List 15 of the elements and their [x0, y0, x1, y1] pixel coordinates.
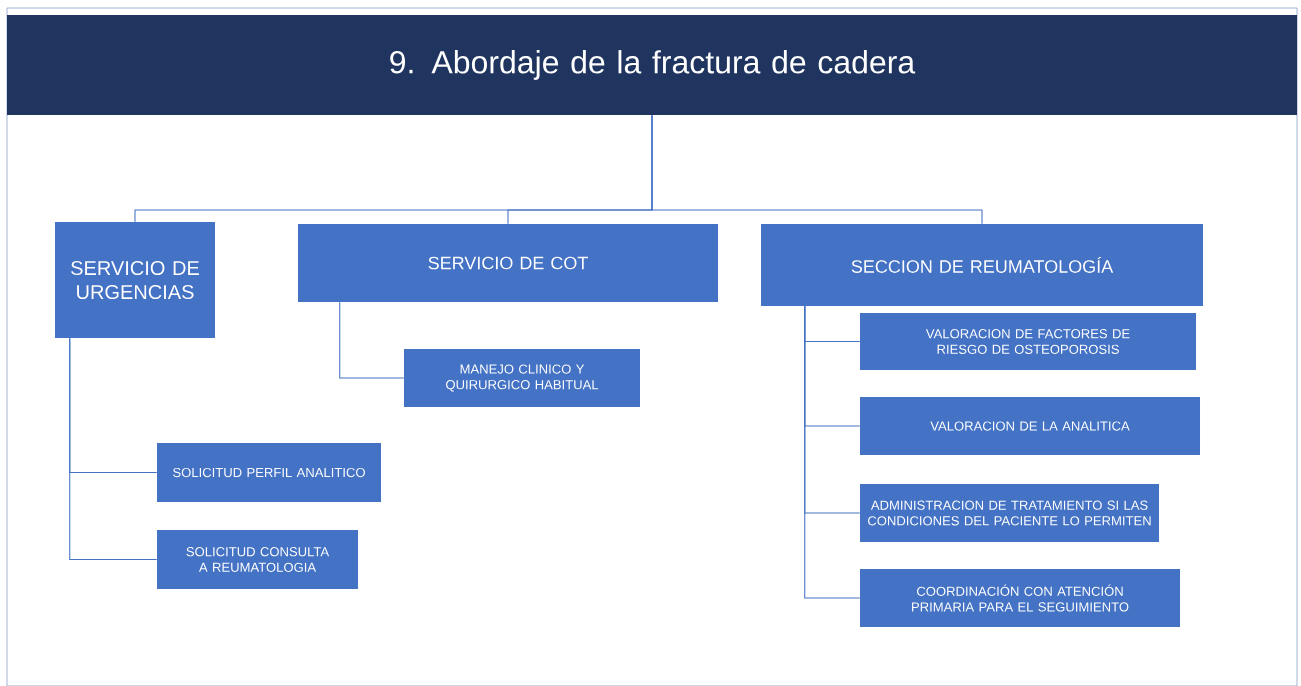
- task-box: COORDINACIÓN CON ATENCIÓN PRIMARIA PARA EL SEGUIMIENTO: [860, 569, 1180, 627]
- connector-line: [804, 305, 861, 599]
- department-box: SERVICIO DE COT: [298, 224, 718, 302]
- task-box: SOLICITUD CONSULTA A REUMATOLOGIA: [157, 530, 358, 589]
- task-box: SOLICITUD PERFIL ANALITICO: [157, 443, 381, 502]
- task-box: MANEJO CLINICO Y QUIRURGICO HABITUAL: [404, 349, 640, 407]
- department-box: SERVICIO DE URGENCIAS: [55, 222, 215, 338]
- connector-line: [339, 301, 405, 379]
- task-box: VALORACION DE FACTORES DE RIESGO DE OSTEOPOROSIS: [860, 313, 1196, 370]
- connector-line: [651, 114, 983, 225]
- task-box: VALORACION DE LA ANALITICA: [860, 397, 1200, 455]
- title-banner: 9. Abordaje de la fractura de cadera: [7, 15, 1297, 115]
- department-box: SECCION DE REUMATOLOGÍA: [761, 224, 1203, 306]
- connector-line: [69, 337, 158, 561]
- task-box: ADMINISTRACION DE TRATAMIENTO SI LAS CONDICIONES DEL PACIENTE LO PERMITEN: [860, 484, 1159, 542]
